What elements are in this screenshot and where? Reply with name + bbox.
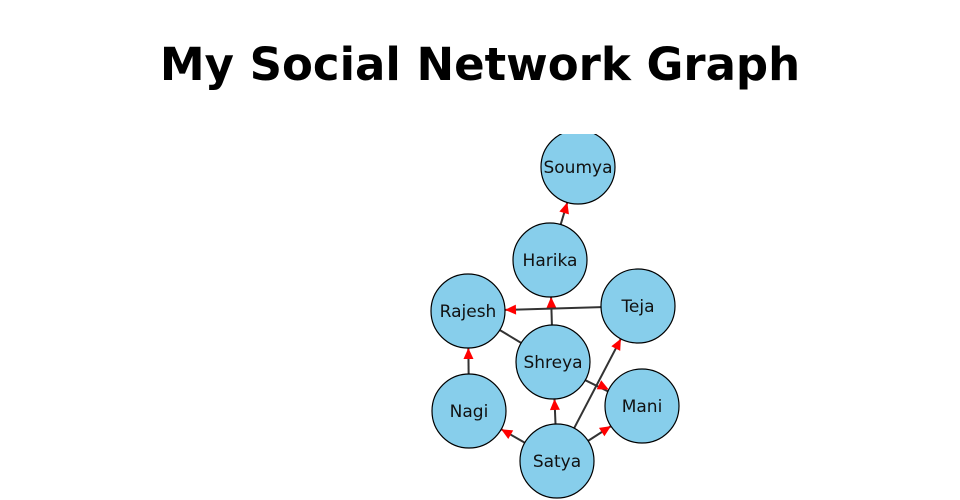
node-circle (600, 268, 676, 344)
edge-shreya-mani (584, 379, 609, 393)
node-label: Mani (622, 397, 663, 417)
node-circle (430, 273, 506, 349)
node-circle (519, 423, 595, 499)
arrowhead (504, 304, 517, 315)
node-nagi[interactable]: Nagi (431, 373, 507, 449)
node-satya[interactable]: Satya (519, 423, 595, 499)
node-label: Nagi (450, 402, 489, 422)
arrowhead (611, 338, 621, 351)
node-circle (512, 222, 588, 298)
node-rajesh[interactable]: Rajesh (430, 273, 506, 349)
node-label: Soumya (543, 158, 612, 178)
node-label: Teja (620, 297, 654, 317)
node-label: Rajesh (440, 302, 497, 322)
node-circle (431, 373, 507, 449)
node-shreya[interactable]: Shreya (515, 324, 591, 400)
page-title: My Social Network Graph (159, 38, 801, 91)
edge-satya-teja (573, 338, 622, 429)
arrowhead (546, 296, 557, 309)
edge-teja-rajesh (504, 306, 602, 311)
node-label: Satya (533, 452, 581, 472)
node-label: Harika (523, 251, 578, 271)
arrowhead (598, 426, 611, 437)
arrowhead (463, 347, 474, 360)
node-teja[interactable]: Teja (600, 268, 676, 344)
node-circle (540, 134, 616, 205)
node-soumya[interactable]: Soumya (540, 130, 616, 205)
arrowhead (559, 202, 569, 215)
node-harika[interactable]: Harika (512, 222, 588, 298)
node-mani[interactable]: Mani (604, 368, 680, 444)
node-circle (515, 324, 591, 400)
arrowhead (596, 380, 609, 390)
edge-shreya-rajesh (499, 329, 522, 344)
arrowhead (501, 429, 514, 440)
arrowhead (549, 398, 560, 411)
node-label: Shreya (523, 353, 582, 373)
node-circle (604, 368, 680, 444)
